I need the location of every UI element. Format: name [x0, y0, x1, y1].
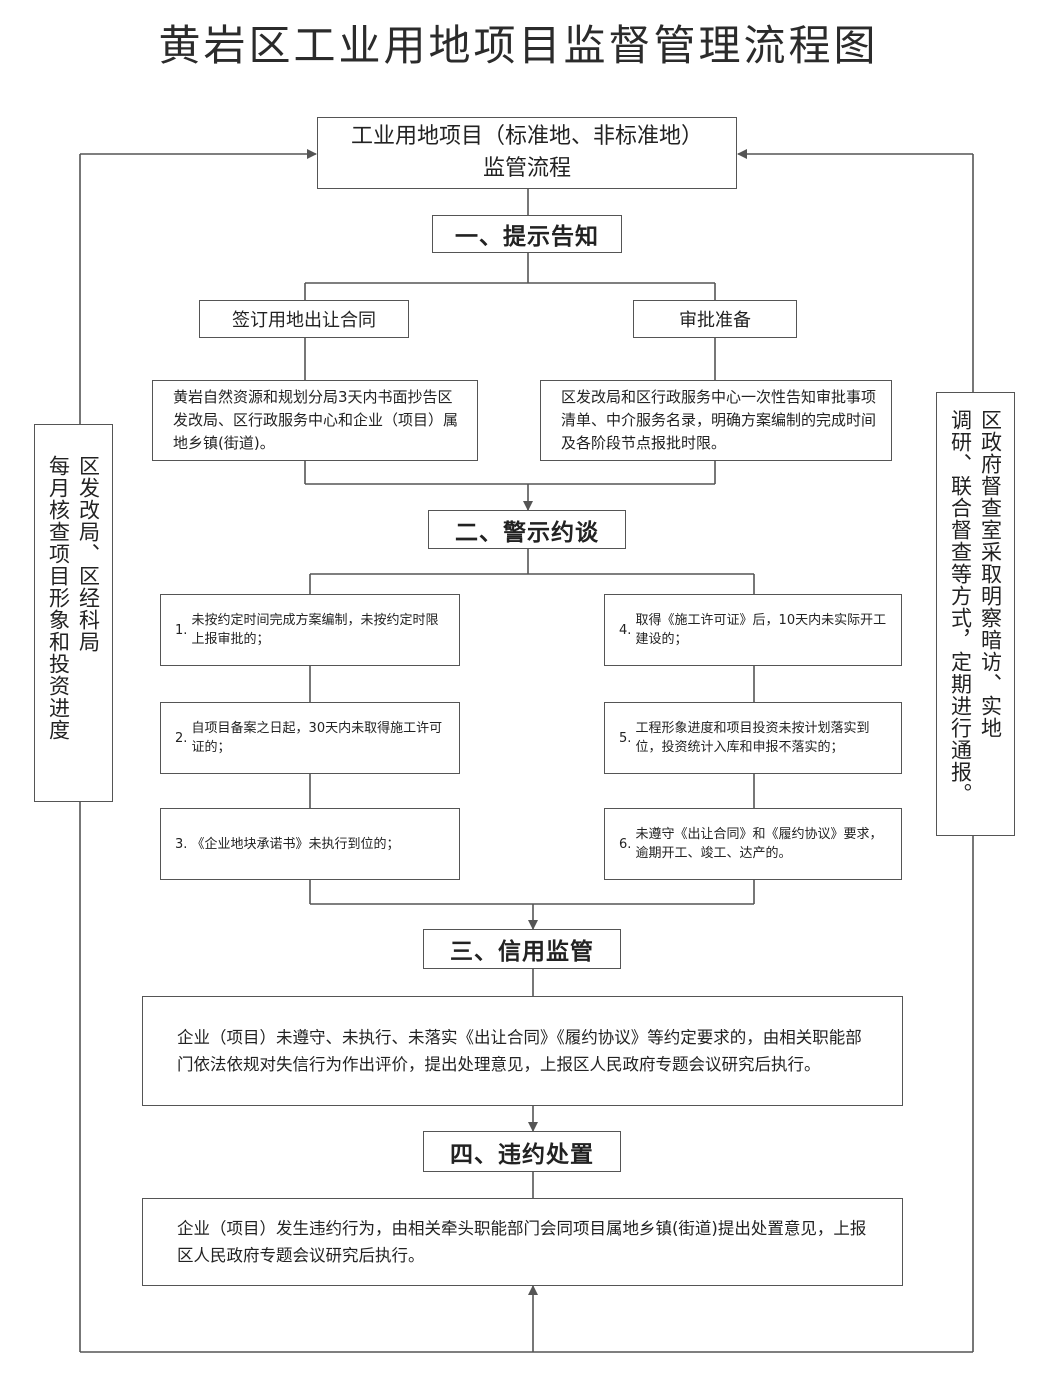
warning-item-3: 3. 《企业地块承诺书》未执行到位的； [160, 808, 460, 880]
stage-1-box: 一、提示告知 [432, 215, 622, 253]
stage-4-label: 四、违约处置 [450, 1141, 594, 1168]
stage-3-box: 三、信用监管 [423, 929, 621, 969]
warning-item-2-text: 自项目备案之日起，30天内未取得施工许可证的； [191, 721, 443, 755]
right-branch-desc-box: 区发改局和区行政服务中心一次性告知审批事项清单、中介服务名录，明确方案编制的完成… [540, 380, 892, 461]
side-right-box: 区政府督查室采取明察暗访、实地 调研、联合督查等方式，定期进行通报。 [936, 392, 1015, 836]
side-left-col1: 区发改局、区经科局 [76, 455, 101, 653]
stage-4-box: 四、违约处置 [423, 1131, 621, 1172]
warning-item-2: 2. 自项目备案之日起，30天内未取得施工许可证的； [160, 702, 460, 774]
warning-item-6-text: 未遵守《出让合同》和《履约协议》要求，逾期开工、竣工、达产的。 [635, 827, 883, 861]
page-title: 黄岩区工业用地项目监督管理流程图 [158, 21, 879, 70]
warning-item-1: 1. 未按约定时间完成方案编制，未按约定时限上报审批的； [160, 594, 460, 666]
penalty-text: 企业（项目）发生违约行为，由相关牵头职能部门会同项目属地乡镇(街道)提出处置意见… [177, 1219, 867, 1265]
stage-2-box: 二、警示约谈 [428, 510, 626, 549]
side-right-col1: 区政府督查室采取明察暗访、实地 [978, 409, 1003, 739]
credit-supervision-box: 企业（项目）未遵守、未执行、未落实《出让合同》《履约协议》等约定要求的，由相关职… [142, 996, 903, 1106]
right-branch-label: 审批准备 [679, 310, 751, 331]
side-right-col2: 调研、联合督查等方式，定期进行通报。 [948, 409, 973, 805]
warning-item-2-num: 2. [175, 730, 192, 746]
stage-2-label: 二、警示约谈 [455, 519, 599, 546]
warning-item-5-text: 工程形象进度和项目投资未按计划落实到位，投资统计入库和申报不落实的； [635, 721, 870, 755]
warning-item-4-text: 取得《施工许可证》后，10天内未实际开工建设的； [635, 613, 887, 647]
right-branch-desc: 区发改局和区行政服务中心一次性告知审批事项清单、中介服务名录，明确方案编制的完成… [561, 388, 877, 452]
credit-supervision-text: 企业（项目）未遵守、未执行、未落实《出让合同》《履约协议》等约定要求的，由相关职… [177, 1028, 862, 1074]
stage-3-label: 三、信用监管 [450, 939, 594, 965]
warning-item-1-num: 1. [175, 622, 192, 638]
warning-item-4-num: 4. [619, 622, 636, 638]
warning-item-5: 5. 工程形象进度和项目投资未按计划落实到位，投资统计入库和申报不落实的； [604, 702, 902, 774]
main-process-line2: 监管流程 [482, 156, 571, 181]
left-branch-box: 签订用地出让合同 [199, 300, 409, 338]
warning-item-4: 4. 取得《施工许可证》后，10天内未实际开工建设的； [604, 594, 902, 666]
stage-1-label: 一、提示告知 [455, 224, 599, 250]
warning-item-5-num: 5. [619, 730, 636, 746]
left-branch-label: 签订用地出让合同 [232, 310, 376, 331]
main-process-box: 工业用地项目（标准地、非标准地） 监管流程 [317, 117, 737, 189]
warning-item-3-text: 《企业地块承诺书》未执行到位的； [191, 836, 400, 852]
warning-item-6: 6. 未遵守《出让合同》和《履约协议》要求，逾期开工、竣工、达产的。 [604, 808, 902, 880]
penalty-box: 企业（项目）发生违约行为，由相关牵头职能部门会同项目属地乡镇(街道)提出处置意见… [142, 1198, 903, 1286]
right-branch-box: 审批准备 [633, 300, 797, 338]
warning-item-6-num: 6. [619, 836, 636, 852]
side-left-col2: 每月核查项目形象和投资进度 [46, 455, 71, 741]
warning-item-3-num: 3. [175, 836, 192, 852]
warning-item-1-text: 未按约定时间完成方案编制，未按约定时限上报审批的； [191, 613, 439, 647]
main-process-line1: 工业用地项目（标准地、非标准地） [350, 124, 703, 149]
left-branch-desc: 黄岩自然资源和规划分局3天内书面抄告区发改局、区行政服务中心和企业（项目）属地乡… [173, 388, 459, 452]
left-branch-desc-box: 黄岩自然资源和规划分局3天内书面抄告区发改局、区行政服务中心和企业（项目）属地乡… [152, 380, 478, 461]
side-left-box: 区发改局、区经科局 每月核查项目形象和投资进度 [34, 424, 113, 802]
